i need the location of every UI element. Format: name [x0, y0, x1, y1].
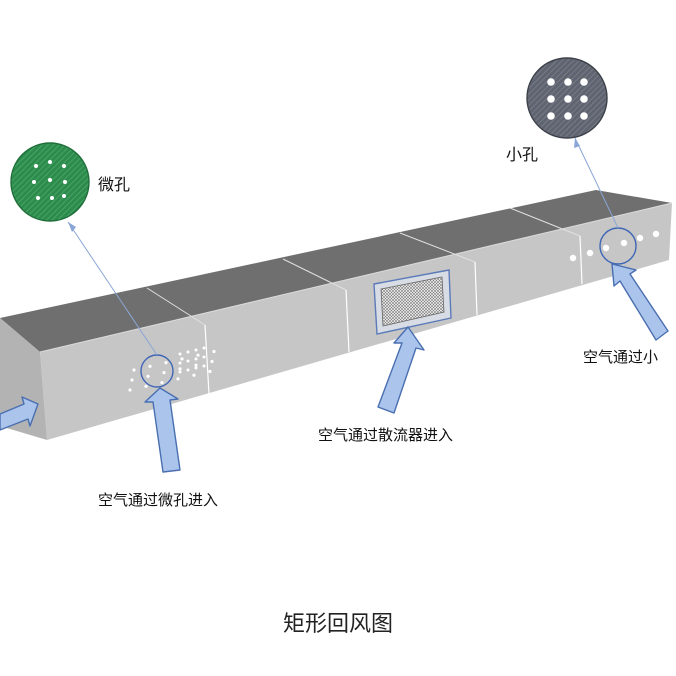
micro-hole	[178, 352, 182, 356]
small-airflow-arrow	[611, 263, 669, 341]
inlet-airflow-arrow	[0, 396, 39, 431]
micro-hole	[164, 361, 168, 365]
micro-hole	[212, 349, 216, 354]
duct-side-face	[40, 203, 672, 440]
micro-hole-label: 微孔	[98, 175, 130, 194]
micro-hole	[186, 368, 190, 372]
small-hole-label: 小孔	[506, 145, 538, 164]
micro-hole	[186, 350, 190, 354]
air-via-micro-label: 空气通过微孔进入	[98, 491, 218, 509]
micro-hole	[202, 355, 206, 359]
micro-hole	[146, 374, 150, 378]
micro-leader-line	[67, 221, 158, 356]
duct	[0, 190, 673, 440]
micro-hole	[194, 363, 198, 367]
seam	[282, 258, 347, 291]
small-leader-arrowhead	[574, 138, 580, 148]
micro-hole	[208, 369, 212, 374]
seam	[474, 261, 478, 316]
micro-hole	[202, 346, 206, 350]
airflow-arrow-icon	[0, 263, 669, 473]
seam	[345, 289, 350, 353]
seam	[579, 235, 583, 285]
seam	[399, 232, 476, 263]
micro-hole	[210, 359, 214, 364]
micro-hole	[194, 348, 198, 352]
micro-hole	[162, 371, 166, 375]
micro-hole	[148, 364, 152, 368]
diffuser-airflow-arrow	[377, 326, 425, 414]
small-hole-array	[569, 230, 660, 262]
micro-hole	[160, 381, 164, 385]
micro-hole	[178, 361, 182, 365]
diffuser-grille-icon	[373, 269, 452, 335]
micro-hole	[192, 373, 196, 377]
small-hole-detail-icon	[526, 57, 608, 139]
micro-hole	[186, 359, 190, 363]
seam	[146, 287, 206, 326]
micro-hole	[202, 364, 206, 368]
micro-hole	[194, 366, 198, 370]
duct-edge	[39, 202, 673, 353]
micro-hole	[132, 368, 136, 372]
micro-hole	[194, 357, 198, 361]
seam	[204, 324, 210, 395]
micro-hole-array	[128, 346, 216, 392]
seam	[509, 207, 581, 237]
small-leader-line	[574, 137, 619, 229]
micro-hole	[178, 367, 182, 371]
micro-hole	[144, 384, 148, 388]
micro-leader-arrowhead	[68, 222, 76, 232]
micro-hole-detail-icon	[10, 142, 90, 222]
micro-airflow-arrow	[144, 387, 181, 473]
air-via-small-label: 空气通过小	[583, 348, 658, 366]
air-via-diffuser-label: 空气通过散流器进入	[318, 426, 453, 444]
micro-hole	[178, 370, 182, 374]
duct-top-face	[0, 190, 672, 352]
micro-hole	[128, 388, 132, 392]
micro-hole	[130, 378, 134, 382]
micro-hole	[180, 357, 184, 361]
micro-hole	[176, 377, 180, 381]
diagram-caption: 矩形回风图	[282, 612, 393, 637]
micro-hole	[196, 353, 200, 357]
